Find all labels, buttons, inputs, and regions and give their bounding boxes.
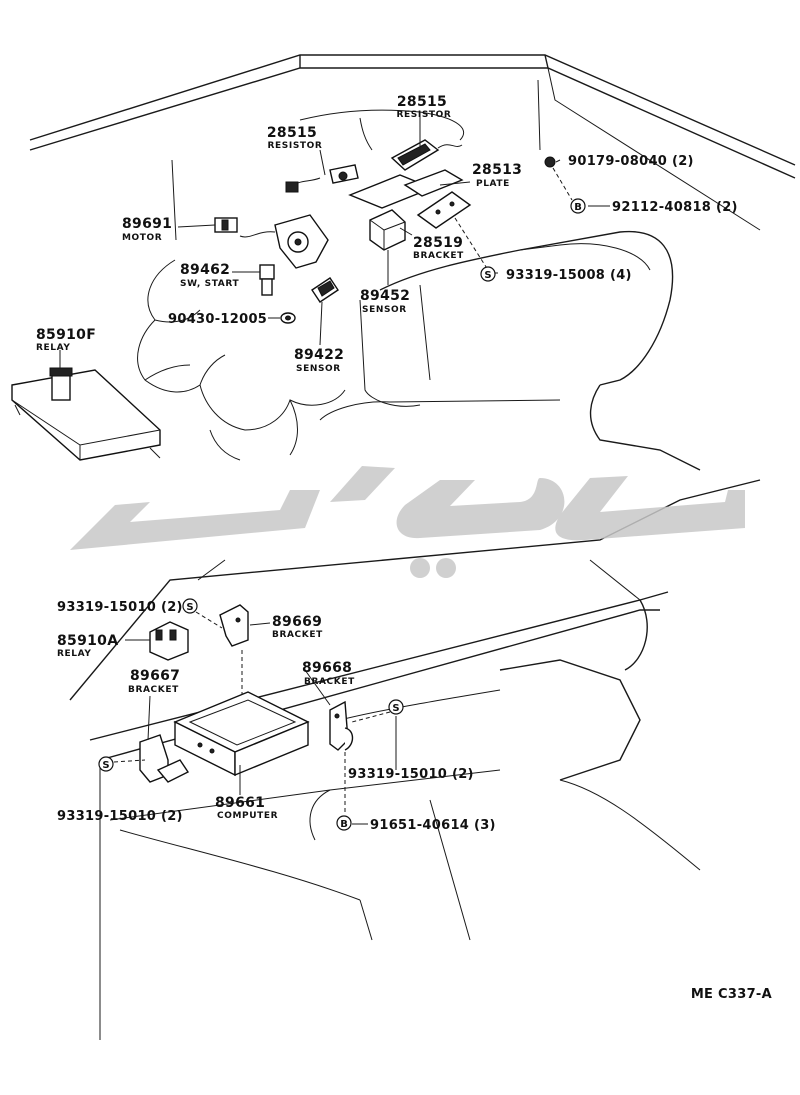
badge-c22: B bbox=[336, 815, 352, 831]
callout-labels: 28515 RESISTOR 28515 RESISTOR 28513 PLAT… bbox=[36, 94, 772, 1002]
resistor-28515-lower-drawing bbox=[285, 164, 359, 193]
relay-85910f-drawing bbox=[11, 367, 161, 461]
part-number-c7: 28519 bbox=[413, 235, 463, 251]
part-number-c10: 89452 bbox=[360, 288, 410, 304]
svg-text:S: S bbox=[186, 602, 193, 613]
svg-text:S: S bbox=[392, 703, 399, 714]
part-number-c8: 93319-15008 (4) bbox=[506, 268, 632, 283]
diagram-code: ME C337-A bbox=[691, 987, 772, 1002]
part-name-c16: RELAY bbox=[57, 649, 91, 659]
svg-text:B: B bbox=[340, 819, 348, 830]
part-number-c6: 89691 bbox=[122, 216, 172, 232]
bracket-89667-drawing bbox=[139, 734, 190, 783]
computer-89661-drawing bbox=[173, 691, 310, 777]
part-number-c14: 93319-15010 (2) bbox=[57, 600, 183, 615]
watermark bbox=[70, 466, 745, 578]
part-number-c11: 90430-12005 bbox=[168, 312, 267, 327]
badge-c14: S bbox=[182, 598, 198, 614]
part-name-c6: MOTOR bbox=[122, 233, 162, 243]
part-number-c18: 89667 bbox=[130, 668, 180, 684]
part-name-c13: SENSOR bbox=[296, 364, 341, 374]
part-number-c9: 89462 bbox=[180, 262, 230, 278]
part-name-c9: SW, START bbox=[180, 279, 239, 289]
relay-85910a-drawing bbox=[149, 621, 189, 661]
switch-89462-drawing bbox=[259, 264, 275, 296]
badge-c8: S bbox=[480, 266, 496, 282]
part-number-c20: 89661 bbox=[215, 795, 265, 811]
badge-c21: S bbox=[388, 699, 404, 715]
badge-c19: S bbox=[98, 756, 114, 772]
part-number-c19: 93319-15010 (2) bbox=[57, 809, 183, 824]
part-name-c17: BRACKET bbox=[304, 677, 355, 687]
part-name-c10: SENSOR bbox=[362, 305, 407, 315]
part-number-c12: 85910F bbox=[36, 327, 96, 343]
washer-90430-drawing bbox=[280, 312, 296, 324]
leader-lines bbox=[59, 112, 610, 825]
part-name-c3: PLATE bbox=[476, 179, 510, 189]
resistor-28515-upper-drawing bbox=[390, 139, 463, 171]
part-name-c12: RELAY bbox=[36, 343, 70, 353]
radiator-fan-outline bbox=[137, 259, 346, 461]
bracket-89668-drawing bbox=[329, 700, 354, 751]
plate-28513-drawing bbox=[348, 169, 464, 209]
svg-text:S: S bbox=[484, 270, 491, 281]
svg-text:B: B bbox=[574, 202, 582, 213]
part-number-c13: 89422 bbox=[294, 347, 344, 363]
bracket-28519-drawing bbox=[416, 191, 472, 229]
sensor-89452-drawing bbox=[369, 209, 406, 262]
svg-text:S: S bbox=[102, 760, 109, 771]
part-number-c16: 85910A bbox=[57, 633, 118, 649]
part-number-c17: 89668 bbox=[302, 660, 352, 676]
part-name-c18: BRACKET bbox=[128, 685, 179, 695]
part-number-c1: 28515 bbox=[397, 94, 447, 110]
part-number-c5: 92112-40818 (2) bbox=[612, 200, 738, 215]
part-name-c7: BRACKET bbox=[413, 251, 464, 261]
part-name-c2: RESISTOR bbox=[268, 141, 323, 151]
bracket-89669-drawing bbox=[219, 604, 249, 647]
part-number-c22: 91651-40614 (3) bbox=[370, 818, 496, 833]
nut-90179-drawing bbox=[544, 156, 556, 168]
motor-89691-drawing bbox=[214, 214, 329, 269]
part-number-c3: 28513 bbox=[472, 162, 522, 178]
part-name-c20: COMPUTER bbox=[217, 811, 278, 821]
part-number-c4: 90179-08040 (2) bbox=[568, 154, 694, 169]
part-name-c15: BRACKET bbox=[272, 630, 323, 640]
part-number-c2: 28515 bbox=[267, 125, 317, 141]
part-name-c1: RESISTOR bbox=[397, 110, 452, 120]
engine-bay-outline bbox=[29, 54, 796, 471]
part-number-c15: 89669 bbox=[272, 614, 322, 630]
sensor-89422-drawing bbox=[311, 277, 339, 303]
badge-c5: B bbox=[570, 198, 586, 214]
part-number-c21: 93319-15010 (2) bbox=[348, 767, 474, 782]
